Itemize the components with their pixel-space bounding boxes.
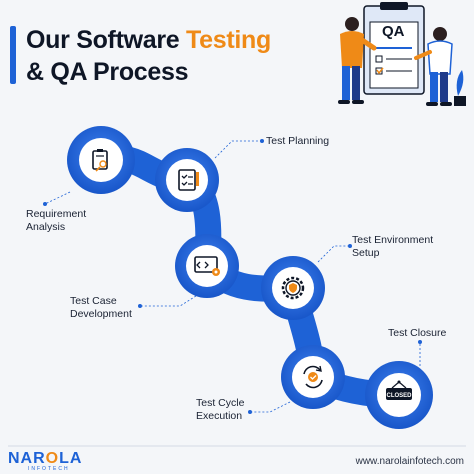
step-node-test-closure: CLOSED [365, 361, 433, 429]
step-node-test-cycle-execution [281, 345, 345, 409]
logo-wordmark: NAROLA [8, 451, 82, 467]
label-test-case-development-text: Test Case Development [70, 295, 132, 320]
qa-board-text: QA [382, 23, 405, 40]
label-test-planning: Test Planning [266, 135, 329, 148]
cycle-check-icon [303, 365, 323, 389]
label-test-environment-setup: Test Environment Setup [352, 234, 433, 260]
leader-test-planning [214, 140, 262, 159]
person-left-head [345, 17, 359, 31]
footer-url: www.narolainfotech.com [355, 456, 464, 467]
leader-test-case-development [140, 295, 197, 307]
logo-o: O [45, 450, 60, 467]
label-requirement-analysis-text: Requirement Analysis [26, 208, 87, 233]
process-path [88, 145, 412, 408]
step-node-test-planning [155, 148, 219, 212]
leader-requirement-analysis [44, 191, 71, 205]
step-node-requirement-analysis [67, 126, 135, 194]
step-node-test-environment-setup [261, 256, 325, 320]
label-test-cycle-execution-text: Test Cycle Execution [196, 397, 245, 422]
qa-illustration: QA [338, 2, 466, 106]
plan-document-icon [178, 169, 199, 191]
leader-test-cycle-execution [250, 401, 291, 413]
leader-lines [44, 140, 421, 413]
person-right-head [433, 27, 447, 41]
leader-test-environment-setup [317, 245, 350, 263]
closed-sign-icon: CLOSED [386, 380, 412, 400]
label-test-case-development: Test Case Development [70, 295, 132, 321]
label-test-cycle-execution: Test Cycle Execution [196, 397, 244, 423]
title-part1: Our Software [26, 26, 187, 54]
title-line2: & QA Process [26, 58, 189, 86]
label-test-closure: Test Closure [388, 327, 446, 340]
logo-subtitle: INFOTECH [28, 466, 70, 472]
leader-dots [43, 139, 422, 414]
closed-sign-text: CLOSED [386, 393, 412, 399]
narola-logo: NAROLA INFOTECH [8, 451, 108, 473]
page-title: Our Software Testing & QA Process [26, 24, 271, 88]
title-accent-bar [10, 26, 16, 84]
clipboard-search-icon [92, 149, 108, 172]
label-test-environment-setup-text: Test Environment Setup [352, 234, 434, 259]
logo-prefix: NAR [8, 450, 46, 467]
step-node-test-case-development [175, 234, 239, 298]
logo-suffix: LA [59, 450, 83, 467]
gear-shield-icon [281, 276, 305, 300]
code-gear-icon [194, 256, 220, 276]
label-test-closure-text: Test Closure [388, 327, 447, 339]
label-test-planning-text: Test Planning [266, 135, 330, 147]
title-accent: Testing [186, 26, 271, 54]
label-requirement-analysis: Requirement Analysis [26, 208, 86, 234]
